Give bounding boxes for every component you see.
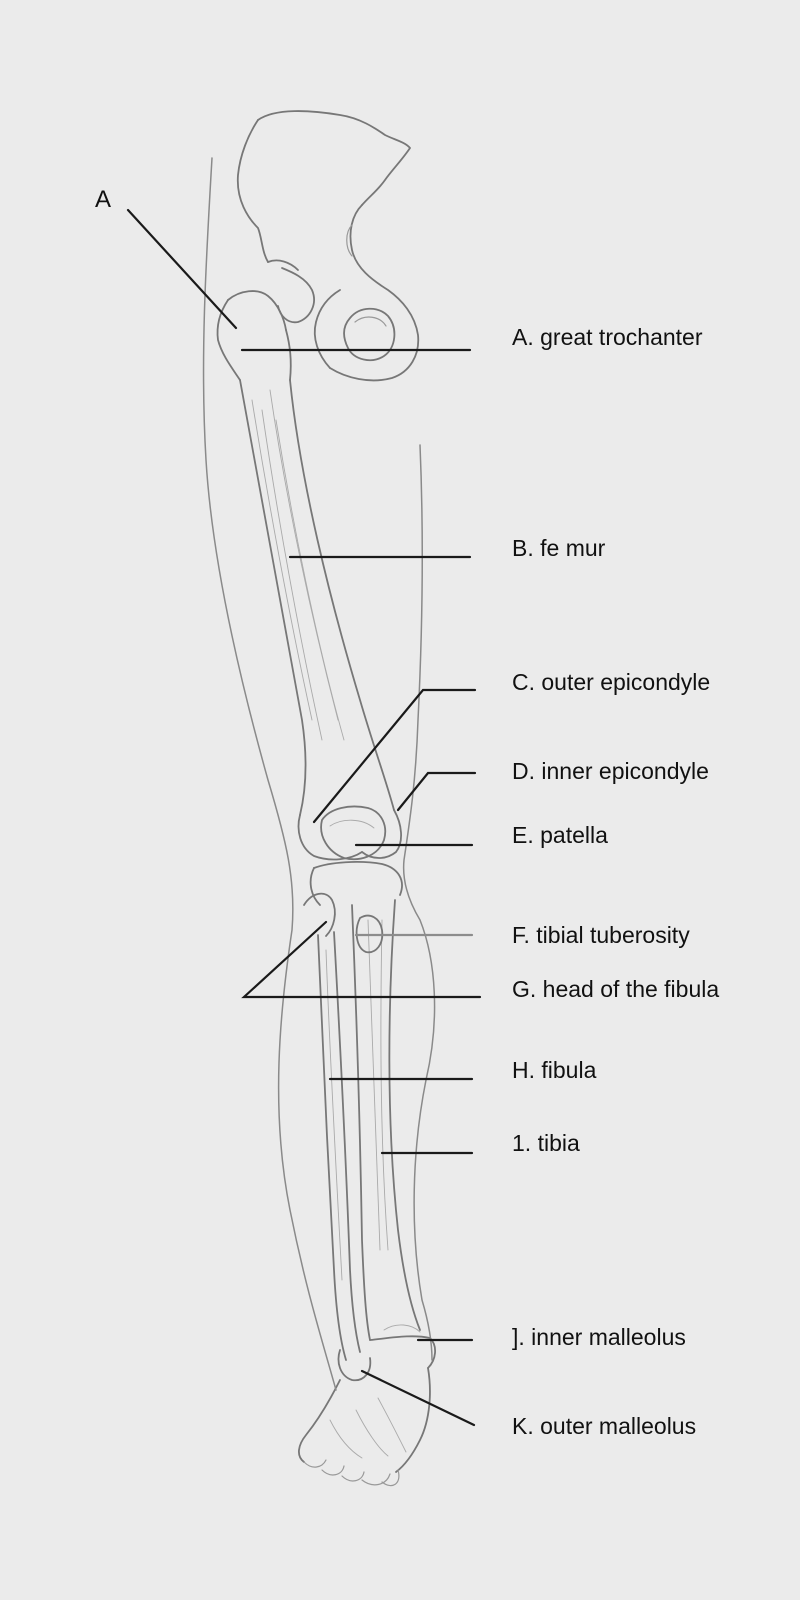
label-tibia: 1. tibia — [512, 1130, 580, 1156]
label-great-trochanter: A. great trochanter — [512, 324, 703, 350]
corner-letter-a: A — [95, 186, 112, 213]
label-head-of-fibula: G. head of the fibula — [512, 976, 720, 1002]
label-tibial-tuberosity: F. tibial tuberosity — [512, 922, 690, 948]
label-inner-epicondyle: D. inner epicondyle — [512, 758, 709, 784]
label-outer-malleolus: K. outer malleolus — [512, 1413, 697, 1439]
lower-leg-sketch — [303, 861, 436, 1382]
leader-outer-malleolus — [360, 1369, 476, 1427]
femur-sketch — [216, 267, 402, 861]
foot-sketch — [298, 1367, 431, 1487]
leader-inner-epicondyle — [396, 771, 477, 812]
pelvis-sketch — [236, 110, 420, 382]
patella-sketch — [320, 805, 387, 861]
label-femur: B. fe mur — [512, 535, 606, 561]
label-patella: E. patella — [512, 822, 608, 848]
label-outer-epicondyle: C. outer epicondyle — [512, 669, 711, 695]
label-inner-malleolus: ]. inner malleolus — [512, 1324, 686, 1350]
leader-corner-a — [126, 208, 238, 330]
label-fibula: H. fibula — [512, 1057, 597, 1083]
leg-outline-sketch — [202, 157, 436, 1391]
leader-outer-epicondyle — [312, 688, 477, 824]
leader-lines — [126, 208, 482, 1427]
leader-head-of-fibula — [241, 920, 482, 999]
